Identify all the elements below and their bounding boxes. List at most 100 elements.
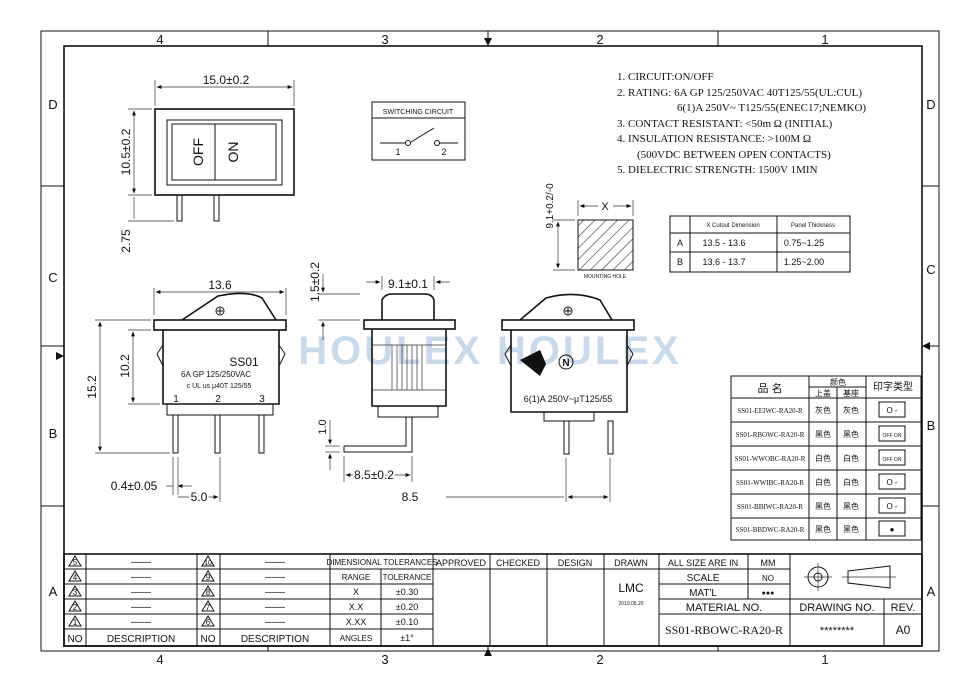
tolerance-cell: ±0.30 <box>396 587 418 597</box>
color-subheader: 上盖 <box>815 388 831 398</box>
row-label: B <box>49 426 58 441</box>
row-label: D <box>48 97 57 112</box>
rev-description: —— <box>131 602 151 613</box>
color-row: SS01-WWIBC-RA20-R 白色 白色 O - <box>736 473 906 490</box>
front-model: SS01 <box>229 355 259 369</box>
dim-width: 15.0±0.2 <box>203 73 250 87</box>
row-label: B <box>927 418 936 433</box>
pin-number: 2 <box>215 394 221 405</box>
spec-line: 1. CIRCUIT:ON/OFF <box>617 71 714 83</box>
color-cell: 黑色 <box>843 429 859 439</box>
rev-description: —— <box>265 587 285 598</box>
drawing-no-label: DRAWING NO. <box>799 602 874 614</box>
tolerance-col: TOLERANCE <box>383 573 432 582</box>
units-value: MM <box>761 558 776 568</box>
circuit-title: SWITCHING CIRCUIT <box>383 109 454 116</box>
description-label: DESCRIPTION <box>107 634 175 645</box>
pin-number: 1 <box>173 394 179 405</box>
front-view: SS01 6A GP 125/250VAC c UL us μ40T 125/5… <box>85 278 287 506</box>
color-header: 印字类型 <box>873 380 913 393</box>
color-cell: 白色 <box>843 477 859 487</box>
col-label: 2 <box>596 32 603 47</box>
print-type: O - <box>886 502 897 511</box>
color-row: SS01-WWOBC-RA20-R 白色 白色 OFF ON <box>735 449 906 466</box>
rev-number: 5 <box>73 558 78 567</box>
pin-number: 3 <box>259 394 265 405</box>
tolerance-cell: X <box>353 587 359 597</box>
approved-label: APPROVED <box>436 558 487 568</box>
print-type: ● <box>890 525 895 534</box>
color-cell: 白色 <box>843 453 859 463</box>
row-label: A <box>927 584 936 599</box>
cutout-cell: 13.6 - 13.7 <box>702 257 745 267</box>
print-type: OFF ON <box>883 433 902 439</box>
design-label: DESIGN <box>558 558 593 568</box>
dim-height: 10.5±0.2 <box>119 128 133 175</box>
label-on: ON <box>225 142 241 163</box>
col-label: 1 <box>821 652 828 667</box>
spec-line: 5. DIELECTRIC STRENGTH: 1500V 1MIN <box>617 164 818 176</box>
color-cell: 黑色 <box>843 524 859 534</box>
hole-caption: MOUNTING HOLE <box>584 274 627 280</box>
dim-body: 10.2 <box>118 354 132 378</box>
row-label: D <box>926 97 935 112</box>
spec-line: 6(1)A 250V~ T125/55(ENEC17;NEMKO) <box>677 102 866 114</box>
rev-number: 7 <box>206 603 211 612</box>
col-label: 3 <box>381 32 388 47</box>
drawing-no: ******** <box>820 625 855 637</box>
cutout-cell: 13.5 - 13.6 <box>702 238 745 248</box>
rev-number: 6 <box>206 618 211 627</box>
material-no: SS01-RBOWC-RA20-R <box>665 623 783 637</box>
dim-back-bottom: 8.5 <box>402 490 419 504</box>
color-row: SS01-RBOWC-RA20-R 黑色 黑色 OFF ON <box>736 425 906 442</box>
mounting-hole: X 9.1+0.2/-0 MOUNTING HOLE <box>545 183 634 280</box>
dim-pin-width: 0.4±0.05 <box>111 479 158 493</box>
material-value: ●●● <box>762 590 775 597</box>
print-type: O - <box>886 406 897 415</box>
tolerance-header: DIMENSIONAL TOLERANCES <box>327 558 438 567</box>
color-header: 颜色 <box>830 377 846 387</box>
color-cell: SS01-BBDWC-RA20-R <box>736 526 805 534</box>
rev-description: —— <box>265 557 285 568</box>
color-cell: 黑色 <box>815 524 831 534</box>
color-cell: SS01-WWIBC-RA20-R <box>736 479 804 487</box>
dim-lift: 1.5±0.2 <box>308 262 322 302</box>
checked-label: CHECKED <box>496 558 541 568</box>
rev-label: REV. <box>891 602 916 614</box>
cutout-table: X Cutout Dimension Panel Thickness A 13.… <box>669 215 851 273</box>
scale-value: NO <box>762 574 774 583</box>
rev-description: —— <box>131 617 151 628</box>
row-labels: D C B A D C B A <box>48 97 935 599</box>
units-label: ALL SIZE ARE IN <box>668 558 738 568</box>
cutout-header: X Cutout Dimension <box>706 223 759 229</box>
tolerance-cell: ANGLES <box>340 634 372 643</box>
spec-line: 3. CONTACT RESISTANT: <50m Ω (INITIAL) <box>617 118 833 130</box>
col-label: 4 <box>156 32 163 47</box>
color-cell: SS01-RBOWC-RA20-R <box>736 431 805 439</box>
rev-number: 10 <box>204 560 212 567</box>
cutout-cell: 1.25~2.00 <box>784 257 824 267</box>
row-label: C <box>48 270 57 285</box>
color-header: 品 名 <box>757 381 782 395</box>
color-cell: 灰色 <box>815 405 831 415</box>
color-cell: 灰色 <box>843 405 859 415</box>
col-label: 3 <box>381 652 388 667</box>
rev-description: —— <box>131 587 151 598</box>
tolerance-cell: ±0.20 <box>396 602 418 612</box>
no-label: NO <box>201 634 216 645</box>
back-view: N 6(1)A 250V~μT125/55 8.5 <box>400 293 635 506</box>
dim-top: 13.6 <box>208 278 232 292</box>
rev-number: 1 <box>73 618 78 627</box>
title-block: 5 4 3 2 1 NO DESCRIPTION —— —— —— —— —— … <box>63 553 923 647</box>
label-off: OFF <box>190 138 206 166</box>
material-no-label: MATERIAL NO. <box>686 602 762 614</box>
drawn-by: LMC <box>618 581 644 595</box>
projection-symbol-icon <box>804 563 896 591</box>
row-label: C <box>926 262 935 277</box>
top-view: OFF ON 15.0±0.2 10.5±0.2 2.75 <box>119 73 295 253</box>
rev-description: —— <box>131 557 151 568</box>
switching-circuit: SWITCHING CIRCUIT 1 2 <box>371 101 466 161</box>
rev-description: —— <box>265 572 285 583</box>
col-label: 2 <box>596 652 603 667</box>
